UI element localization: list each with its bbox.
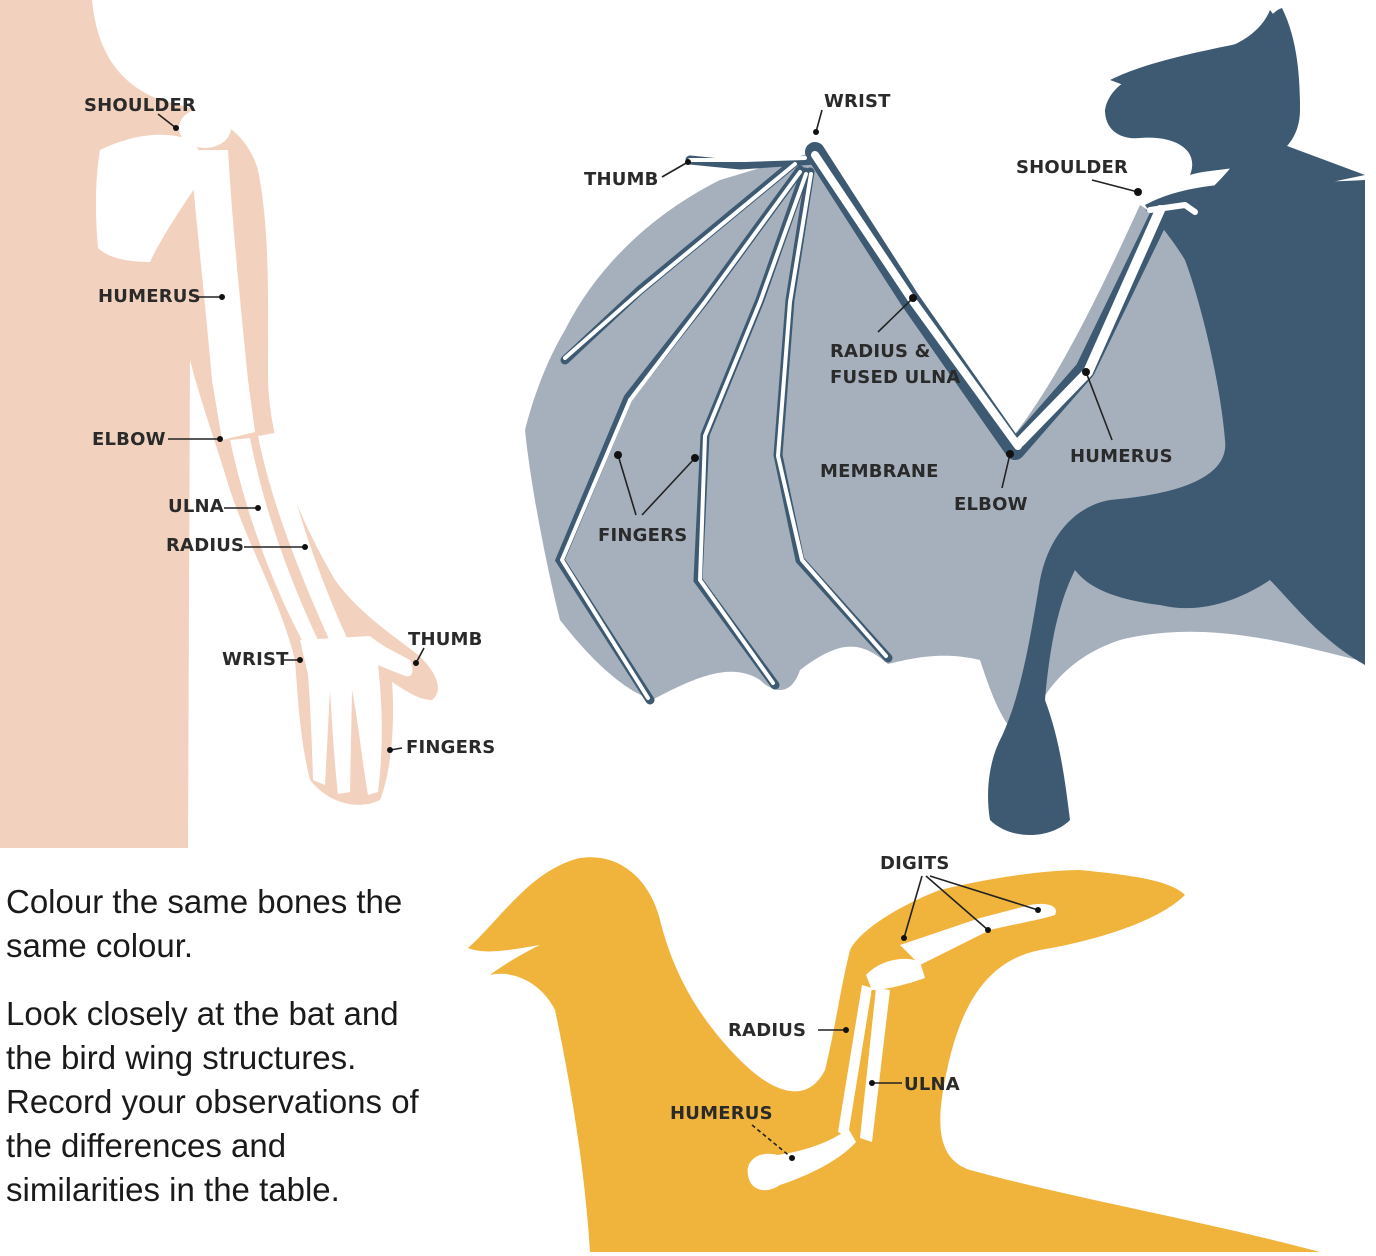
bat-label-membrane: MEMBRANE — [820, 461, 939, 482]
bird-label-ulna: ULNA — [904, 1074, 960, 1095]
bat-figure — [525, 8, 1365, 835]
human-label-fingers: FINGERS — [406, 737, 495, 758]
instruction-colour: Colour the same bones the same colour. — [6, 880, 446, 968]
instruction-observe: Look closely at the bat and the bird win… — [6, 992, 446, 1212]
bat-thumb-bone — [690, 158, 805, 160]
human-label-radius: RADIUS — [166, 535, 244, 556]
human-label-thumb: THUMB — [408, 629, 483, 650]
bird-silhouette — [468, 857, 1320, 1252]
bird-figure — [468, 857, 1320, 1252]
human-label-shoulder: SHOULDER — [84, 95, 196, 116]
bird-label-digits: DIGITS — [880, 853, 950, 874]
human-arm-figure — [0, 0, 438, 848]
bat-label-thumb: THUMB — [584, 169, 659, 190]
bat-label-humerus: HUMERUS — [1070, 446, 1173, 467]
bat-head — [1105, 10, 1300, 175]
bird-label-humerus: HUMERUS — [670, 1103, 773, 1124]
bat-label-wrist: WRIST — [824, 91, 891, 112]
bat-label-elbow: ELBOW — [954, 494, 1028, 515]
bat-label-radius-line1: RADIUS & — [830, 341, 931, 362]
bat-label-fingers: FINGERS — [598, 525, 687, 546]
instructions: Colour the same bones the same colour. L… — [6, 880, 446, 1236]
bat-label-shoulder: SHOULDER — [1016, 157, 1128, 178]
human-label-humerus: HUMERUS — [98, 286, 201, 307]
human-label-ulna: ULNA — [168, 496, 224, 517]
human-label-elbow: ELBOW — [92, 429, 166, 450]
human-label-wrist: WRIST — [222, 649, 289, 670]
bat-label-radius-line2: FUSED ULNA — [830, 367, 960, 388]
bird-label-radius: RADIUS — [728, 1020, 806, 1041]
